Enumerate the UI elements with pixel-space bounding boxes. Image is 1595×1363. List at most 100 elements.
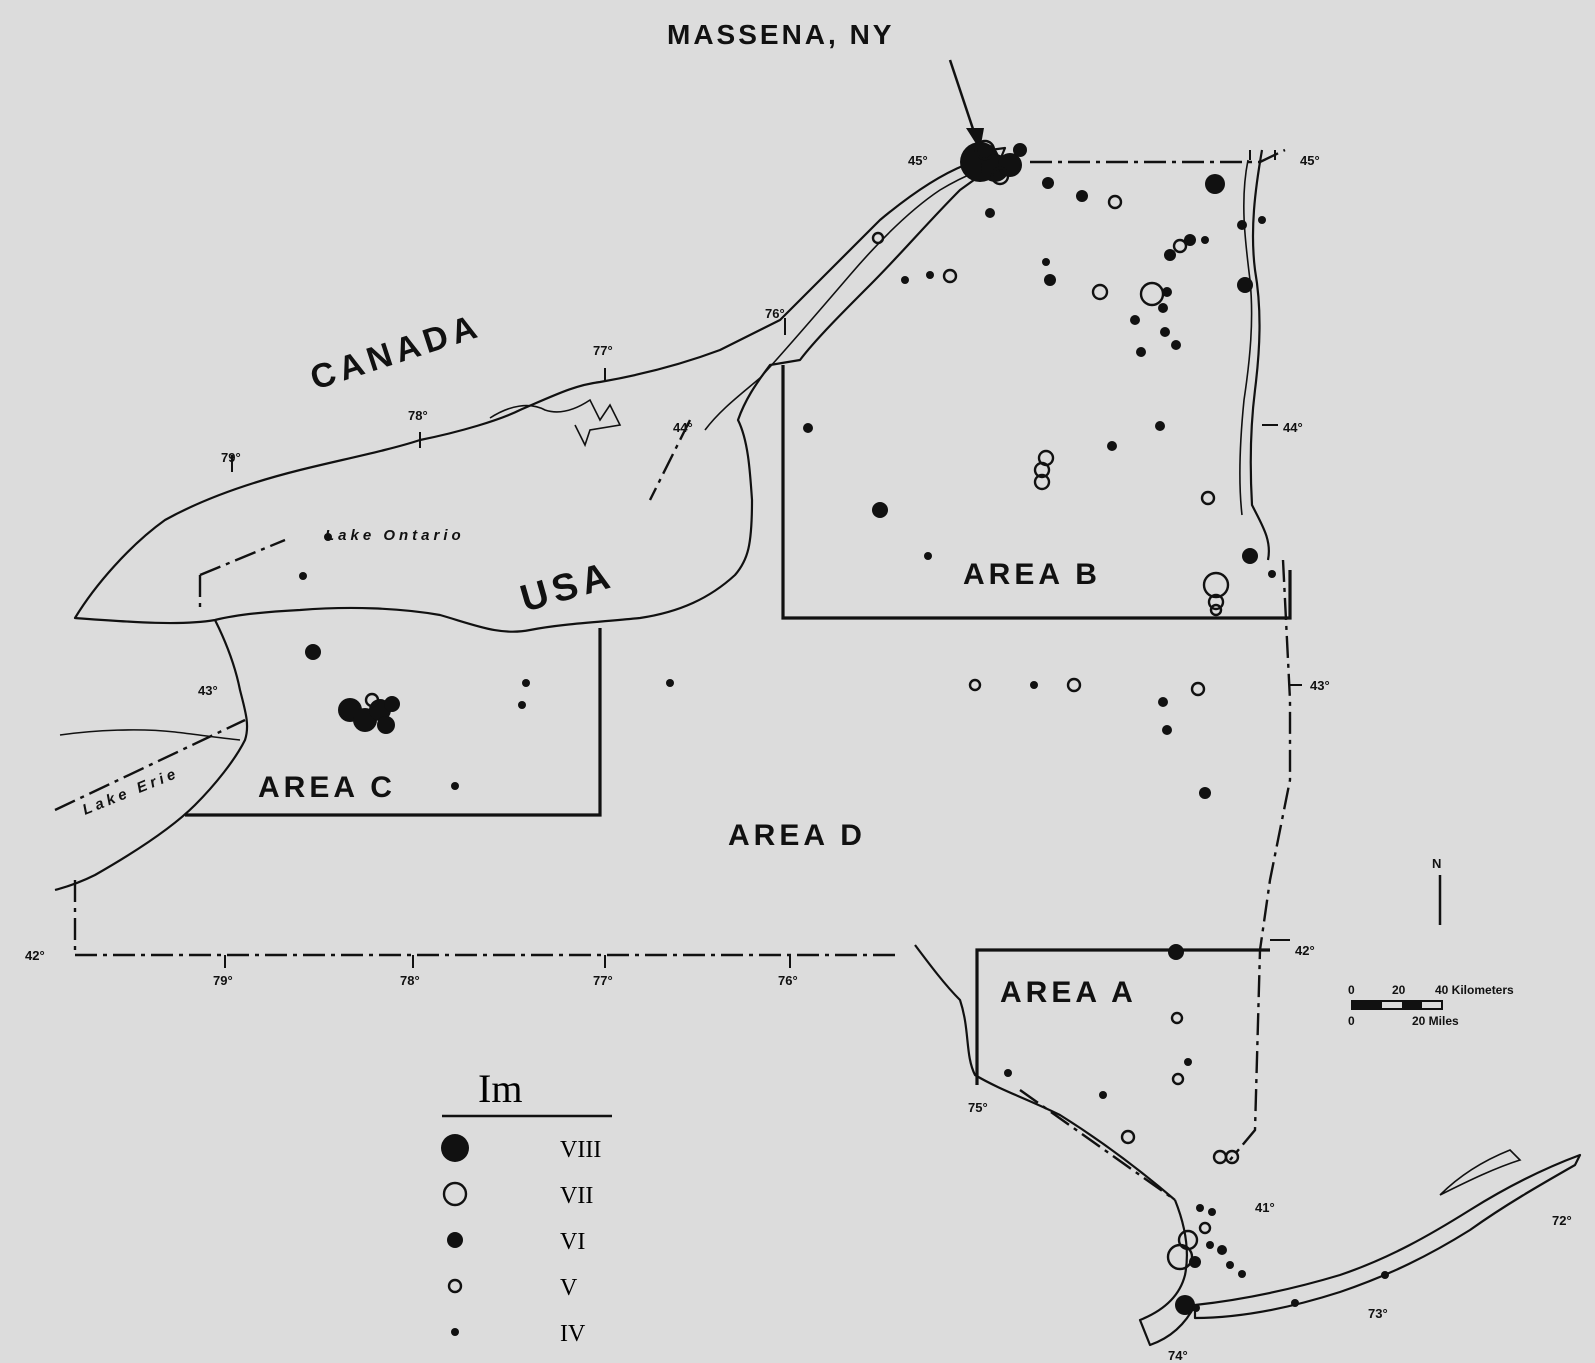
epicenter-marker: [1044, 274, 1056, 286]
lat-43-left: 43°: [198, 683, 218, 698]
epicenter-marker: [1242, 548, 1258, 564]
scale-bar: 0 20 40 Kilometers 0 20 Miles: [1348, 983, 1514, 1028]
epicenter-marker: [1208, 1208, 1216, 1216]
epicenter-marker: [1107, 441, 1117, 451]
scale-mi-20: 20 Miles: [1412, 1014, 1459, 1028]
epicenter-marker: [926, 271, 934, 279]
lake-champlain: [1249, 149, 1270, 561]
lake-ontario-shore: [73, 146, 1007, 633]
epicenter-marker: [1201, 236, 1209, 244]
st-lawrence-bank: [704, 161, 1011, 431]
area-b-box: [781, 365, 1292, 620]
epicenter-marker: [666, 679, 674, 687]
epicenter-marker: [968, 678, 982, 692]
legend-title: Im: [478, 1066, 522, 1111]
legend-symbol-v: [447, 1278, 463, 1294]
epicenters: [299, 139, 1389, 1315]
long-island: [1193, 1153, 1582, 1320]
lon-74: 74°: [1168, 1348, 1188, 1363]
international-boundary: [198, 148, 1286, 610]
epicenter-marker: [1130, 315, 1140, 325]
epicenter-marker: [1238, 1270, 1246, 1278]
lat-45-left: 45°: [908, 153, 928, 168]
nj-boundary: [1019, 1089, 1176, 1201]
epicenter-marker: [1190, 681, 1206, 697]
epicenter-marker: [1030, 681, 1038, 689]
usa-label: USA: [516, 554, 619, 621]
legend-symbol-iv: [451, 1328, 459, 1336]
epicenter-marker: [1209, 603, 1223, 617]
vt-boundary: [1229, 559, 1292, 1161]
epicenter-marker: [1107, 194, 1123, 210]
legend-label-vi: VI: [560, 1229, 585, 1255]
epicenter-marker: [1136, 347, 1146, 357]
lon-79-bottom: 79°: [213, 973, 233, 988]
epicenter-marker: [1171, 340, 1181, 350]
epicenter-marker: [1202, 571, 1230, 599]
epicenter-marker: [299, 572, 307, 580]
lat-41: 41°: [1255, 1200, 1275, 1215]
epicenter-marker: [1258, 216, 1266, 224]
lake-ontario-label: Lake Ontario: [325, 527, 465, 544]
lat-44-right: 44°: [1283, 420, 1303, 435]
canada-label: CANADA: [306, 307, 486, 398]
epicenter-marker: [1217, 1245, 1227, 1255]
lake-erie-shore: [54, 619, 249, 892]
epicenter-marker: [1162, 287, 1172, 297]
epicenter-marker: [1205, 174, 1225, 194]
epicenter-marker: [377, 716, 395, 734]
epicenter-marker: [1198, 1221, 1212, 1235]
degree-labels: 45° 45° 44° 44° 43° 43° 42° 42° 41° 79° …: [25, 153, 1572, 1363]
legend-symbol-vi: [447, 1232, 463, 1248]
epicenter-marker: [1033, 473, 1051, 491]
epicenter-marker: [1091, 283, 1109, 301]
lon-76-bottom: 76°: [778, 973, 798, 988]
epicenter-marker: [324, 533, 332, 541]
hudson-mouth: [1138, 1199, 1196, 1347]
epicenter-marker: [1206, 1241, 1214, 1249]
epicenter-marker: [1170, 1011, 1184, 1025]
epicenter-marker: [871, 231, 885, 245]
epicenter-marker: [1199, 787, 1211, 799]
area-d-label: AREA D: [728, 819, 866, 852]
epicenter-marker: [1226, 1261, 1234, 1269]
epicenter-marker: [998, 153, 1022, 177]
epicenter-marker: [1381, 1271, 1389, 1279]
area-b-label: AREA B: [963, 558, 1101, 591]
epicenter-marker: [803, 423, 813, 433]
epicenter-marker: [1224, 1149, 1240, 1165]
lon-77-top: 77°: [593, 343, 613, 358]
epicenter-marker: [451, 782, 459, 790]
north-arrow: N: [1432, 856, 1441, 925]
epicenter-marker: [1076, 190, 1088, 202]
legend-symbol-viii: [441, 1134, 469, 1162]
epicenter-marker: [1155, 421, 1165, 431]
epicenter-marker: [1139, 281, 1165, 307]
lon-72: 72°: [1552, 1213, 1572, 1228]
scale-km-0: 0: [1348, 983, 1355, 997]
area-a-box: [975, 948, 1270, 1085]
epicenter-marker: [1066, 677, 1082, 693]
lat-42-right: 42°: [1295, 943, 1315, 958]
epicenter-marker: [990, 166, 1010, 186]
lake-champlain-west: [1239, 159, 1253, 516]
epicenter-marker: [1184, 234, 1196, 246]
area-c-box: [185, 628, 602, 817]
epicenter-marker: [1175, 1295, 1195, 1315]
scale-km-20: 20: [1392, 983, 1406, 997]
epicenter-marker: [1189, 1256, 1201, 1268]
lat-43-right: 43°: [1310, 678, 1330, 693]
legend-label-iv: IV: [560, 1321, 586, 1347]
scale-km-40: 40 Kilometers: [1435, 983, 1514, 997]
epicenter-marker: [1162, 725, 1172, 735]
epicenter-marker: [1042, 258, 1050, 266]
niagara-detail: [59, 729, 241, 741]
epicenter-marker: [522, 679, 530, 687]
epicenter-marker: [518, 701, 526, 709]
legend-title-text: Im: [478, 1066, 522, 1111]
epicenter-marker: [1184, 1058, 1192, 1066]
lon-79-top: 79°: [221, 450, 241, 465]
epicenter-marker: [1120, 1129, 1136, 1145]
delaware-river: [914, 944, 1176, 1201]
